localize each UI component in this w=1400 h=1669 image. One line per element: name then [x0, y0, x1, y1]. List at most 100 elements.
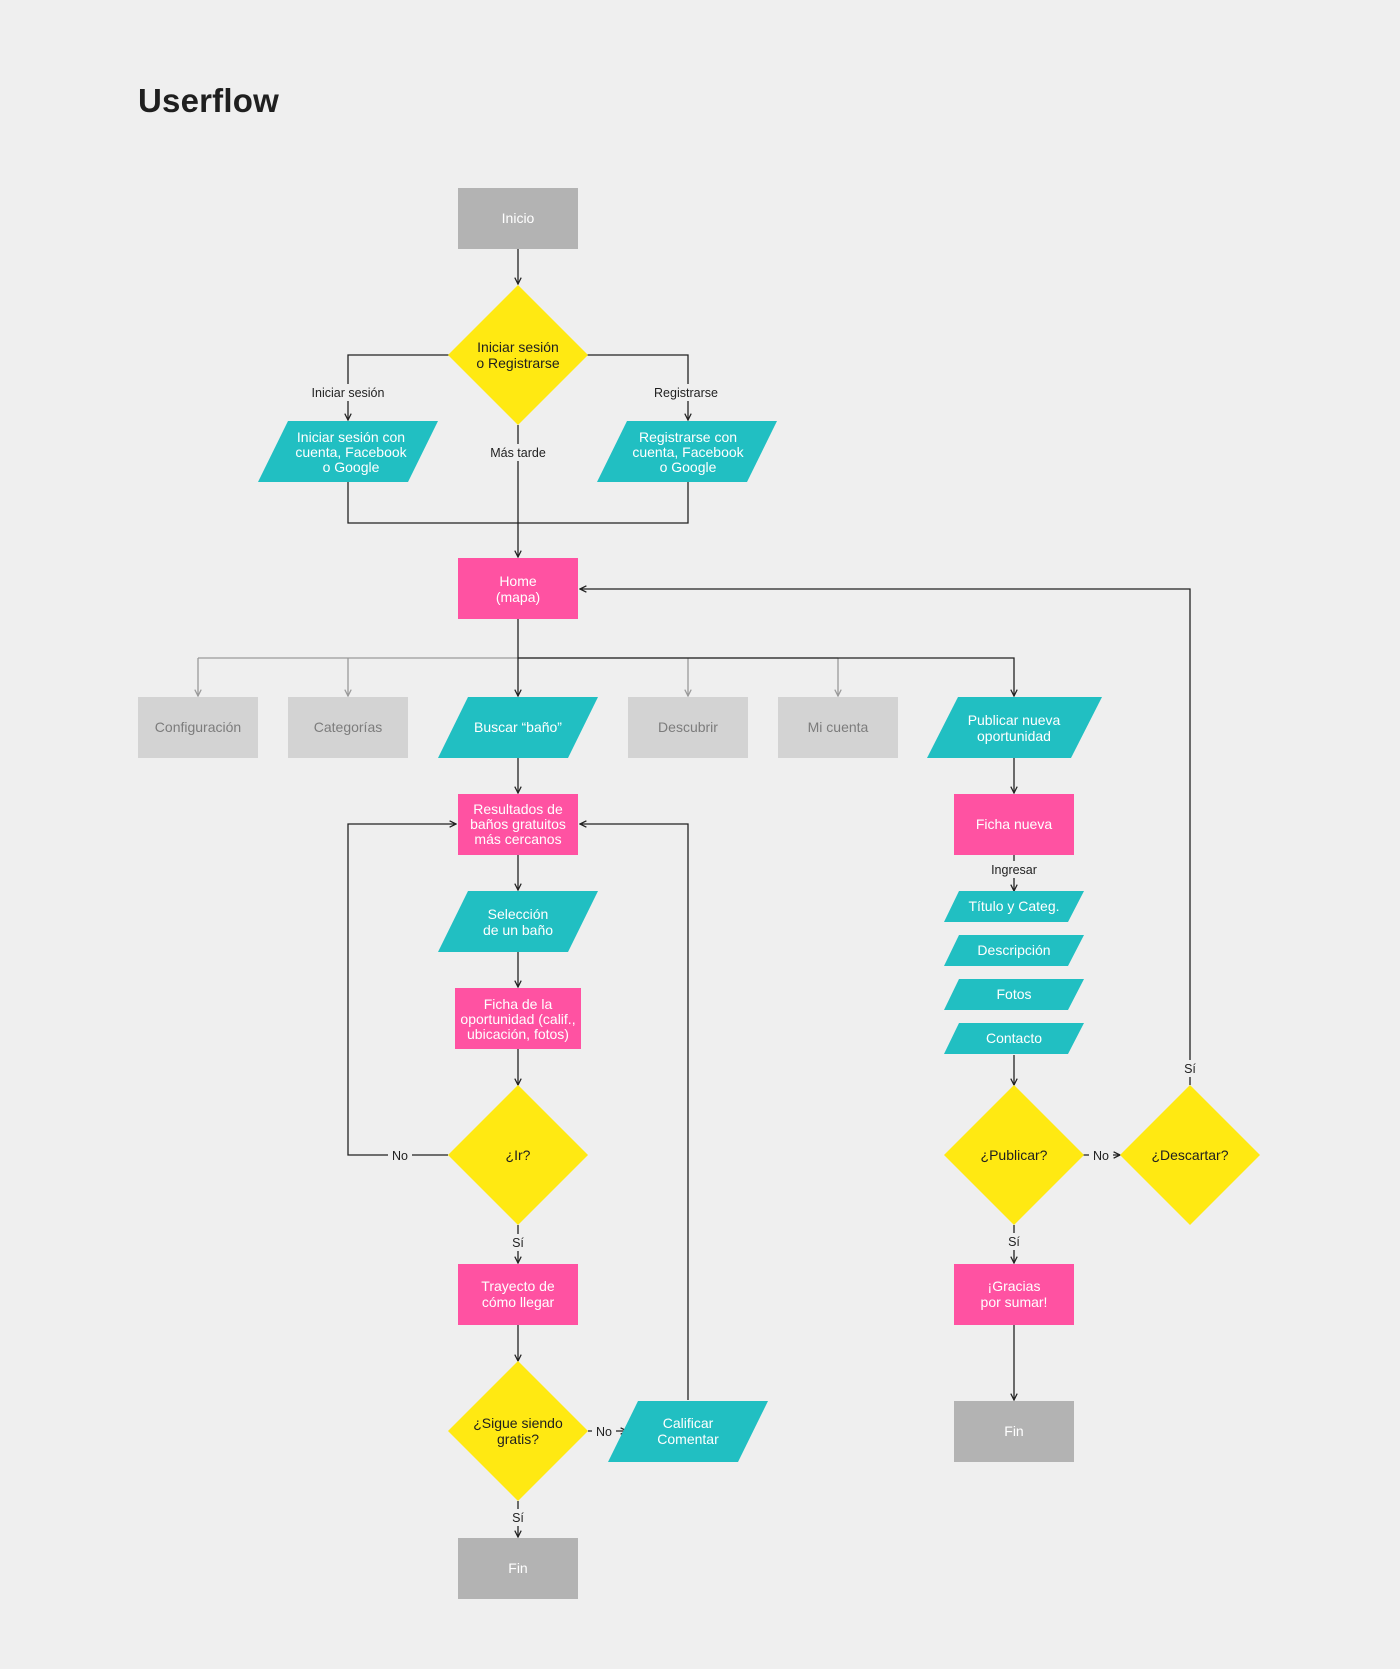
label-line: Home	[499, 573, 537, 589]
label-line: ¡Gracias	[988, 1278, 1041, 1294]
edges	[198, 249, 1191, 1537]
node-descripcion: Descripción	[944, 935, 1084, 966]
node-home-label: Home(mapa)	[496, 573, 540, 605]
label-line: (mapa)	[496, 589, 540, 605]
label-line: baños gratuitos	[470, 816, 566, 832]
label-line: Iniciar sesión con	[297, 429, 405, 445]
label-line: ¿Sigue siendo	[473, 1415, 563, 1431]
label-line: más cercanos	[474, 831, 561, 847]
label-line: cuenta, Facebook	[295, 444, 407, 460]
label-line: Iniciar sesión	[477, 339, 559, 355]
node-titulo-categ-label: Título y Categ.	[968, 898, 1059, 914]
page-title: Userflow	[138, 82, 279, 119]
label-line: o Google	[323, 459, 380, 475]
node-publicar-decision: ¿Publicar?	[944, 1085, 1084, 1225]
node-contacto: Contacto	[944, 1023, 1084, 1054]
edge-labels: Iniciar sesión Registrarse Más tarde Ing…	[303, 384, 1200, 1526]
edge-label-ingresar: Ingresar	[991, 863, 1037, 877]
label-line: de un baño	[483, 922, 553, 938]
node-inicio: Inicio	[458, 188, 578, 249]
edge-label-si-descartar: Sí	[1184, 1062, 1196, 1076]
node-fotos-label: Fotos	[996, 986, 1031, 1002]
node-fin-right: Fin	[954, 1401, 1074, 1462]
node-categorias: Categorías	[288, 697, 408, 758]
label-line: Registrarse con	[639, 429, 737, 445]
node-home: Home(mapa)	[458, 558, 578, 619]
node-categorias-label: Categorías	[314, 719, 382, 735]
node-fin-left: Fin	[458, 1538, 578, 1599]
edge-home-publicar	[518, 657, 1014, 696]
node-ficha-nueva: Ficha nueva	[954, 794, 1074, 855]
node-fin-right-label: Fin	[1004, 1423, 1023, 1439]
edge-label-si-publicar: Sí	[1008, 1235, 1020, 1249]
node-publicar-label: ¿Publicar?	[981, 1147, 1048, 1163]
edge-login-merge	[347, 482, 518, 524]
label-line: Trayecto de	[481, 1278, 555, 1294]
edge-label-mas-tarde: Más tarde	[490, 446, 546, 460]
label-line: o Google	[660, 459, 717, 475]
edge-ir-no-loop	[347, 824, 456, 1156]
node-contacto-label: Contacto	[986, 1030, 1042, 1046]
node-ir-label: ¿Ir?	[506, 1147, 531, 1163]
node-configuracion-label: Configuración	[155, 719, 241, 735]
node-descubrir-label: Descubrir	[658, 719, 718, 735]
node-configuracion: Configuración	[138, 697, 258, 758]
node-inicio-label: Inicio	[502, 210, 535, 226]
label-line: ubicación, fotos)	[467, 1026, 569, 1042]
node-descartar-decision: ¿Descartar?	[1120, 1085, 1260, 1225]
edge-label-no-ir: No	[392, 1149, 408, 1163]
edge-label-si-gratis: Sí	[512, 1511, 524, 1525]
node-descripcion-label: Descripción	[977, 942, 1050, 958]
label-line: oportunidad (calif.,	[460, 1011, 575, 1027]
label-line: cuenta, Facebook	[632, 444, 744, 460]
edge-label-iniciar-sesion: Iniciar sesión	[312, 386, 385, 400]
node-ficha-nueva-label: Ficha nueva	[976, 816, 1052, 832]
label-line: cómo llegar	[482, 1294, 555, 1310]
edge-register-merge	[518, 482, 689, 524]
edge-descartar-home	[580, 589, 1191, 1085]
label-line: gratis?	[497, 1431, 539, 1447]
label-line: Resultados de	[473, 801, 563, 817]
label-line: oportunidad	[977, 728, 1051, 744]
edge-calificar-resultados	[580, 824, 689, 1400]
node-buscar-label: Buscar “baño”	[474, 719, 562, 735]
edge-label-registrarse: Registrarse	[654, 386, 718, 400]
label-line: Publicar nueva	[968, 712, 1061, 728]
edge-label-no-publicar: No	[1093, 1149, 1109, 1163]
node-descartar-label: ¿Descartar?	[1151, 1147, 1228, 1163]
label-line: Comentar	[657, 1431, 719, 1447]
node-fin-left-label: Fin	[508, 1560, 527, 1576]
label-line: Ficha de la	[484, 996, 553, 1012]
node-titulo-categ: Título y Categ.	[944, 891, 1084, 922]
label-line: Calificar	[663, 1415, 714, 1431]
node-ir-decision: ¿Ir?	[448, 1085, 588, 1225]
node-buscar: Buscar “baño”	[438, 697, 598, 758]
label-line: Selección	[488, 906, 549, 922]
label-line: por sumar!	[981, 1294, 1048, 1310]
label-line: o Registrarse	[476, 355, 559, 371]
edge-label-si-ir: Sí	[512, 1236, 524, 1250]
node-descubrir: Descubrir	[628, 697, 748, 758]
